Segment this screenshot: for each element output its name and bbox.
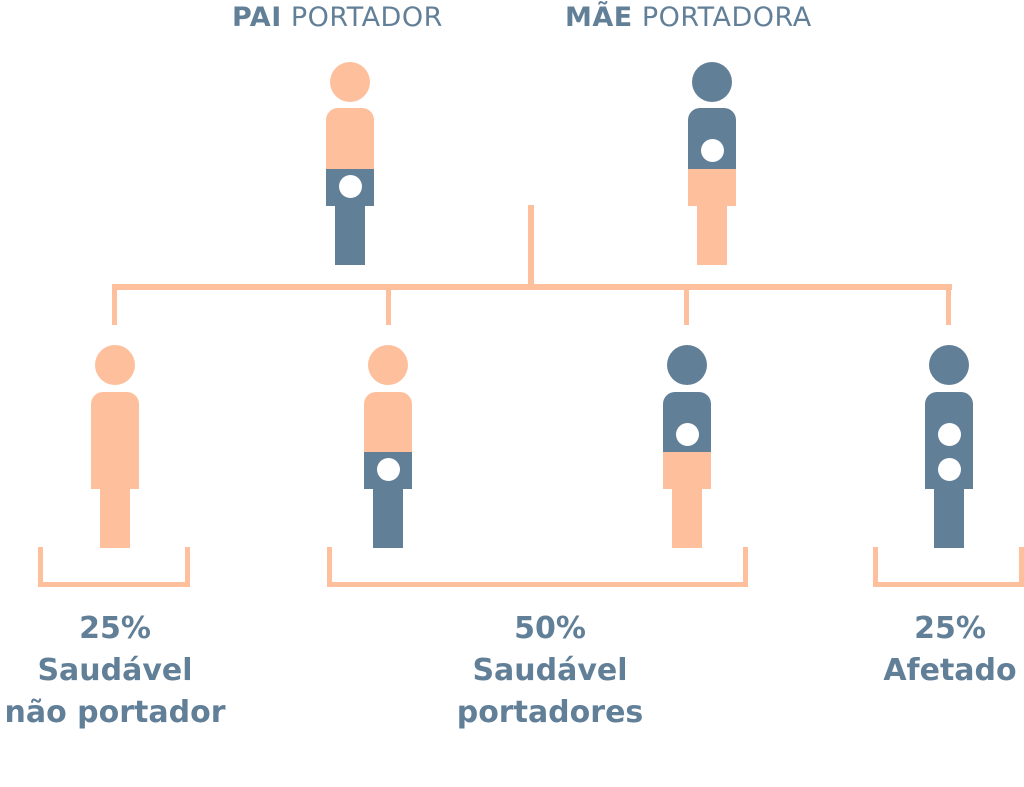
legs (373, 488, 403, 548)
legs (672, 488, 702, 548)
gene-dot-icon (377, 458, 400, 481)
gene-dot-icon (938, 458, 961, 481)
outcome-percent: 25% (79, 611, 151, 646)
gene-dot-icon (701, 139, 724, 162)
torso-lower (91, 452, 139, 489)
legs (335, 205, 365, 265)
mother-title-bold: MÃE (565, 2, 633, 33)
legs (934, 488, 964, 548)
head (929, 345, 969, 385)
torso-lower (663, 452, 711, 489)
tree-drop-2 (386, 284, 391, 325)
legs (697, 205, 727, 265)
outcome-percent: 25% (914, 611, 986, 646)
outcome-1-label: 25% Saudável não portador (0, 608, 240, 734)
father-title: PAI PORTADOR (232, 2, 443, 33)
head (692, 62, 732, 102)
outcome-2-label: 50% Saudável portadores (425, 608, 675, 734)
tree-drop-3 (684, 284, 689, 325)
torso-upper (364, 392, 412, 454)
outcome-percent: 50% (514, 611, 586, 646)
outcome-line2: portadores (456, 695, 644, 730)
outcome-line1: Afetado (883, 653, 1017, 688)
torso-lower (688, 169, 736, 206)
outcome-line1: Saudável (37, 653, 193, 688)
tree-branch (112, 284, 952, 290)
gene-dot-icon (676, 423, 699, 446)
mother-title-rest: PORTADORA (641, 2, 812, 33)
head (667, 345, 707, 385)
tree-drop-4 (946, 284, 951, 325)
outcome-3-label: 25% Afetado (850, 608, 1024, 692)
gene-dot-icon (938, 423, 961, 446)
father-title-rest: PORTADOR (290, 2, 443, 33)
gene-dot-icon (339, 175, 362, 198)
torso-upper (91, 392, 139, 454)
mother-title: MÃE PORTADORA (565, 2, 812, 33)
head (368, 345, 408, 385)
legs (100, 488, 130, 548)
tree-stem (528, 205, 534, 289)
outcome-line2: não portador (4, 695, 226, 730)
head (330, 62, 370, 102)
tree-drop-1 (112, 284, 117, 325)
head (95, 345, 135, 385)
outcome-line1: Saudável (472, 653, 628, 688)
torso-upper (326, 108, 374, 170)
father-title-bold: PAI (232, 2, 282, 33)
